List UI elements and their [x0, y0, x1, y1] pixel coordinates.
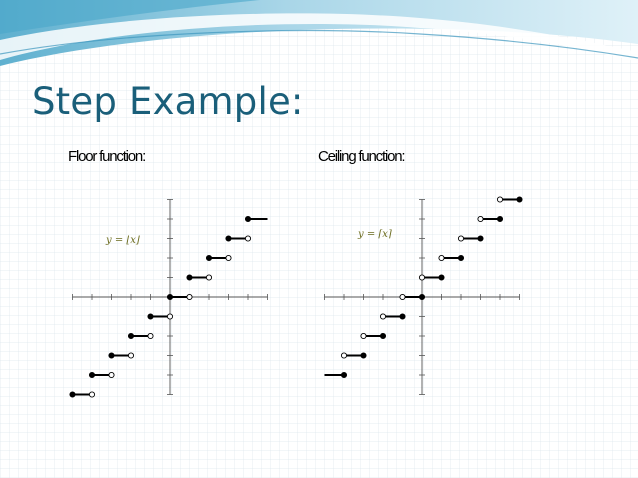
- ceiling-function-chart: y = ⌈x⌉: [324, 196, 523, 395]
- floor-open-endpoint: [244, 235, 252, 242]
- ceiling-closed-endpoint: [496, 215, 504, 223]
- ceiling-closed-endpoint: [399, 313, 406, 320]
- header-banner: [0, 0, 638, 66]
- floor-closed-endpoint: [244, 215, 252, 223]
- header-wave-accent: [0, 30, 638, 59]
- ceiling-open-endpoint: [438, 254, 445, 262]
- floor-closed-endpoint: [166, 293, 174, 301]
- ceiling-open-endpoint: [457, 235, 465, 242]
- ceiling-closed-endpoint: [340, 371, 348, 379]
- ceiling-open-endpoint: [477, 215, 484, 223]
- floor-closed-endpoint: [88, 371, 96, 379]
- ceiling-closed-endpoint: [379, 332, 387, 340]
- floor-closed-endpoint: [108, 352, 115, 359]
- floor-closed-endpoint: [127, 332, 135, 340]
- floor-open-endpoint: [127, 352, 135, 359]
- floor-closed-endpoint: [225, 235, 232, 242]
- floor-open-endpoint: [166, 313, 174, 320]
- ceiling-open-endpoint: [399, 293, 406, 301]
- floor-closed-endpoint: [205, 254, 213, 262]
- ceiling-closed-endpoint: [516, 196, 523, 203]
- floor-function-chart: y = ⌊x⌋: [69, 199, 268, 398]
- ceiling-chart-title: Ceiling function:: [318, 148, 406, 165]
- ceiling-closed-endpoint: [457, 254, 465, 262]
- ceiling-open-endpoint: [360, 332, 367, 340]
- floor-open-endpoint: [88, 391, 96, 398]
- ceiling-open-endpoint: [379, 313, 387, 320]
- floor-open-endpoint: [205, 274, 213, 281]
- floor-closed-endpoint: [69, 391, 76, 398]
- ceiling-closed-endpoint: [477, 235, 484, 242]
- ceiling-open-endpoint: [340, 352, 348, 359]
- floor-closed-endpoint: [147, 313, 154, 320]
- floor-open-endpoint: [225, 254, 232, 262]
- header-wave-dark: [0, 0, 260, 34]
- floor-chart-title: Floor function:: [68, 148, 146, 165]
- floor-open-endpoint: [147, 332, 154, 340]
- ceiling-open-endpoint: [418, 274, 426, 281]
- ceiling-closed-endpoint: [418, 293, 426, 301]
- floor-formula-label: y = ⌊x⌋: [105, 235, 140, 246]
- header-wave-light: [0, 13, 638, 62]
- floor-closed-endpoint: [186, 274, 193, 281]
- ceiling-open-endpoint: [496, 196, 504, 203]
- ceiling-closed-endpoint: [438, 274, 445, 281]
- ceiling-formula-label: y = ⌈x⌉: [357, 229, 392, 240]
- ceiling-closed-endpoint: [360, 352, 367, 359]
- floor-open-endpoint: [108, 371, 115, 379]
- slide-title: Step Example:: [32, 80, 304, 123]
- floor-open-endpoint: [186, 293, 193, 301]
